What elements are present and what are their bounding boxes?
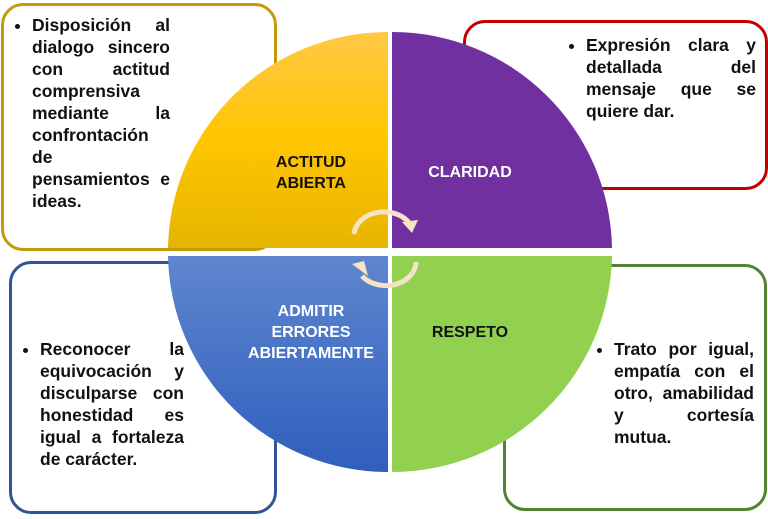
admitir-description: Reconocer la equivocación y disculparse … (40, 338, 184, 470)
actitud-description: Disposición al dialogo sincero con actit… (32, 14, 170, 212)
quadrant-claridad (392, 31, 612, 248)
cycle-arrow-icon (351, 209, 419, 289)
claridad-description: Expresión clara y detallada del mensaje … (586, 34, 756, 122)
quadrant-admitir (168, 256, 388, 472)
actitud-label: ACTITUD (276, 154, 346, 171)
actitud-label-2: ABIERTA (276, 175, 346, 192)
claridad-label: CLARIDAD (428, 164, 512, 181)
admitir-label-3: ABIERTAMENTE (248, 345, 374, 362)
arrow-head-icon (402, 220, 418, 233)
respeto-description: Trato por igual, empatía con el otro, am… (614, 338, 754, 448)
arrow-head-icon (352, 261, 368, 276)
quadrant-actitud (168, 31, 388, 248)
admitir-label-2: ERRORES (271, 324, 350, 341)
admitir-label: ADMITIR (278, 303, 345, 320)
quadrant-respeto (392, 256, 612, 472)
respeto-label: RESPETO (432, 324, 508, 341)
